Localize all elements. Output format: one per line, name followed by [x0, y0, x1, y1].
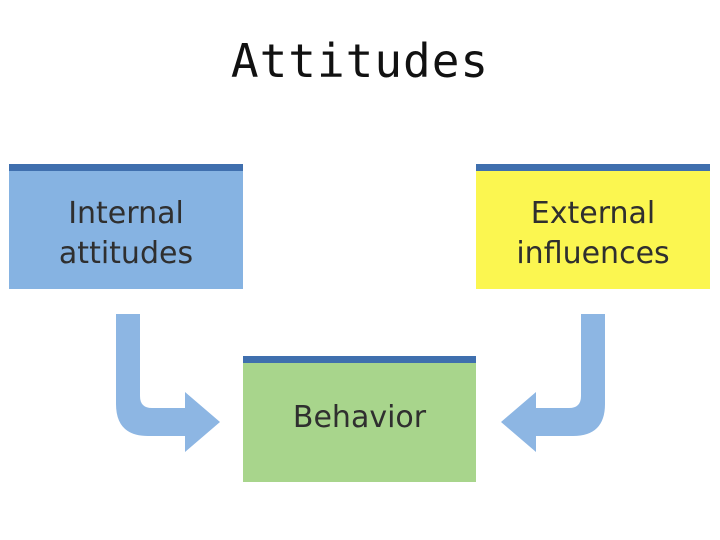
external-influences-line1: External [530, 196, 656, 231]
external-influences-line2: influences [516, 236, 670, 271]
internal-attitudes-line1: Internal [68, 196, 184, 231]
arrow-external-to-behavior [501, 314, 605, 452]
internal-attitudes-box: Internal attitudes [9, 164, 243, 289]
internal-attitudes-label: Internal attitudes [9, 194, 243, 274]
slide-title: Attitudes [230, 34, 490, 88]
external-influences-box: External influences [476, 164, 710, 289]
behavior-line1: Behavior [292, 400, 427, 435]
behavior-label: Behavior [243, 398, 476, 438]
internal-attitudes-line2: attitudes [58, 236, 194, 271]
behavior-box: Behavior [243, 356, 476, 482]
arrow-internal-to-behavior [116, 314, 220, 452]
external-influences-label: External influences [476, 194, 710, 274]
